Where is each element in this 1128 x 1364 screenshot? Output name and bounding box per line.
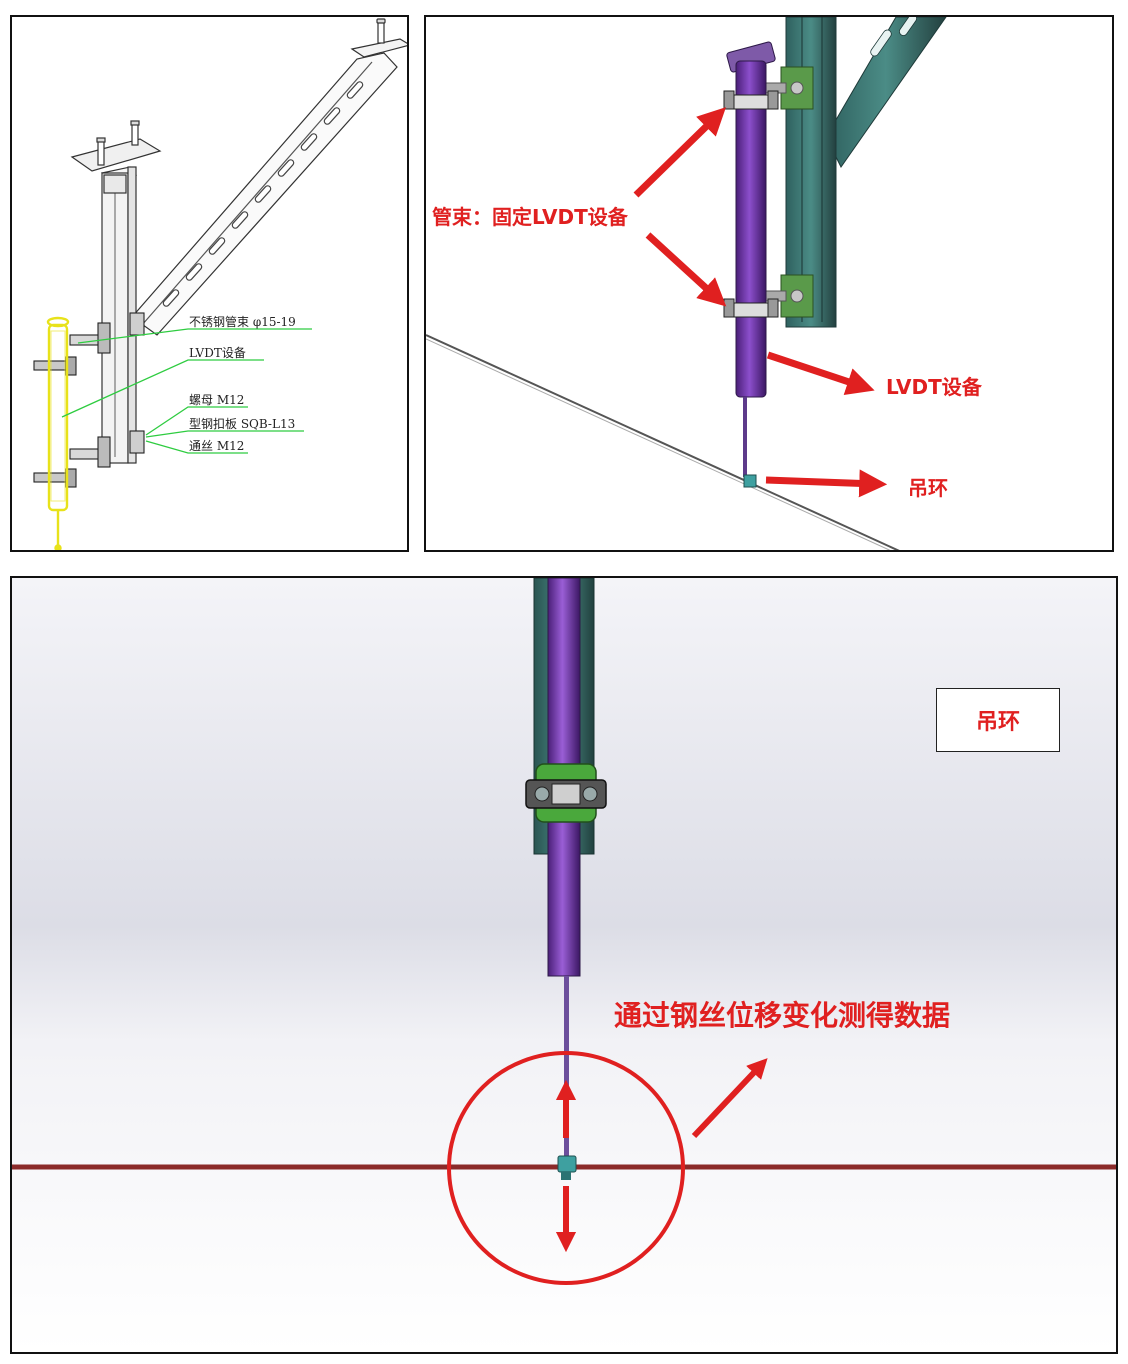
annotation-arrows [633,107,888,498]
caption-arrow [691,1058,768,1139]
upper-pipe-clamp [723,90,779,110]
hook-label-box: 吊环 [936,688,1060,752]
closeup-render [12,578,1116,1285]
pipe-clamp [525,763,607,823]
label-clamp: 管束：固定LVDT设备 [432,205,628,229]
bracket-line-drawing [33,18,407,550]
callout-lvdt: LVDT设备 [189,346,246,360]
lvdt-highlight [46,316,70,550]
column-top-plate [70,120,162,172]
upper-clamp-assembly [33,312,145,376]
upper-mount-bracket [755,66,814,110]
callout-rod: 通丝 M12 [189,439,245,453]
line-drawing-panel: 不锈钢管束 φ15-19 LVDT设备 螺母 M12 型钢扣板 SQB-L13 … [10,15,409,552]
label-lvdt: LVDT设备 [886,375,982,399]
callout-leaders [61,328,312,454]
hook-label: 吊环 [975,710,1020,735]
lower-clamp-assembly [33,430,145,488]
hanging-ring [557,1155,577,1180]
label-hook: 吊环 [908,476,948,500]
steel-wire [564,976,569,1161]
lvdt-render [426,17,947,550]
highlight-circle [447,1051,685,1285]
closeup-panel: 吊环 通过钢丝位移变化测得数据 [10,576,1118,1354]
callout-plate: 型钢扣板 SQB-L13 [189,417,296,431]
arm-top-plate [350,18,407,58]
ground-line [426,334,900,550]
callout-clamp: 不锈钢管束 φ15-19 [189,315,296,329]
callout-nut: 螺母 M12 [189,393,245,407]
diagonal-slotted-arm [131,52,398,336]
caption-label: 通过钢丝位移变化测得数据 [614,999,951,1032]
render-panel: 管束：固定LVDT设备 LVDT设备 吊环 [424,15,1114,552]
lower-pipe-clamp [723,298,779,318]
lower-mount-bracket [755,274,814,318]
